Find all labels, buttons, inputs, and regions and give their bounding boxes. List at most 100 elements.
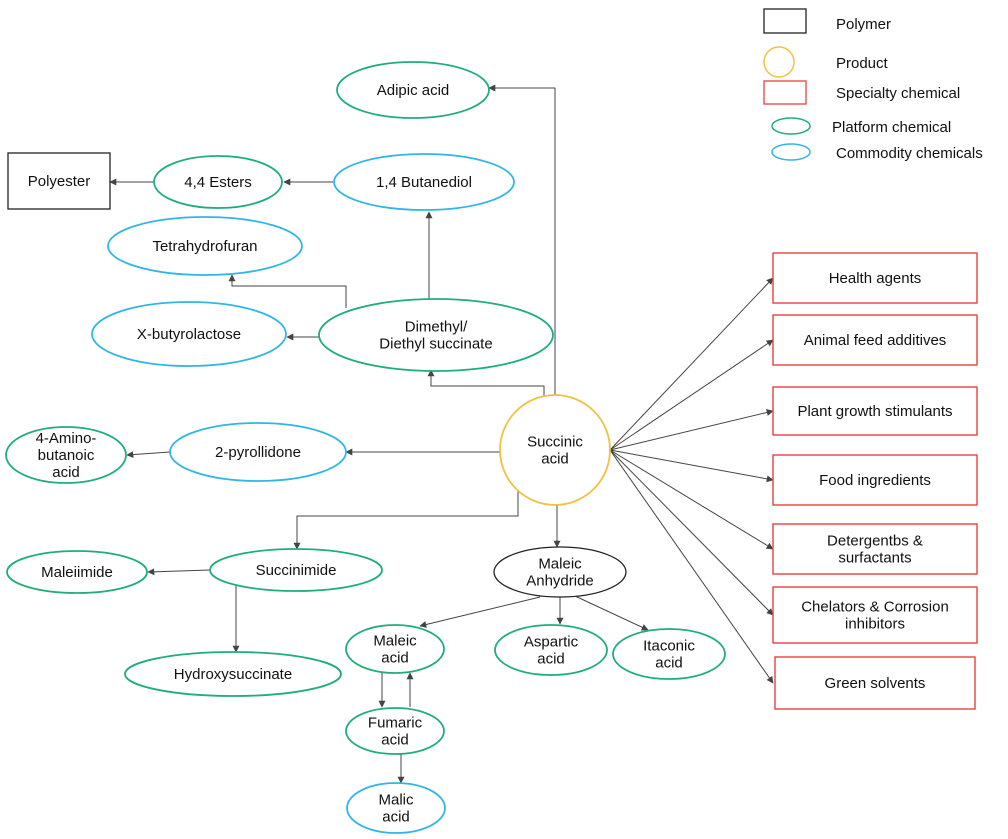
node-plant: Plant growth stimulants [772, 386, 978, 436]
legend-label-commodity: Commodity chemicals [836, 145, 983, 162]
node-esters: 4,4 Esters [153, 155, 283, 209]
node-aminobutanoic-label-line: acid [52, 464, 80, 481]
node-itaconic-ellipse [612, 628, 726, 680]
node-green: Green solvents [774, 656, 976, 710]
node-aminobutanoic-ellipse [5, 426, 127, 484]
node-succinimide: Succinimide [209, 548, 383, 592]
node-maleic-acid-ellipse [345, 624, 445, 674]
node-food-box [772, 454, 978, 506]
node-dimethyl-ellipse [318, 298, 554, 372]
node-butyrolactose-label-line: X-butyrolactose [137, 326, 241, 343]
node-esters-label-line: 4,4 Esters [184, 174, 252, 191]
node-maleic-anhydride-ellipse [493, 546, 627, 598]
node-fumaric-ellipse [345, 707, 445, 755]
node-butyrolactose: X-butyrolactose [91, 301, 287, 367]
node-thf: Tetrahydrofuran [107, 216, 303, 276]
node-detergents-box [772, 523, 978, 575]
node-detergents-label-line: Detergentbs & [827, 533, 923, 550]
legend-item-product: Product [763, 46, 889, 78]
edge-succinic-to-food [609, 449, 774, 483]
node-succinic-label-line: acid [541, 451, 569, 468]
node-adipic-ellipse [336, 61, 490, 119]
legend-item-polymer: Polymer [763, 8, 891, 34]
edge-dimethyl-to-thf [228, 274, 347, 308]
node-aspartic-ellipse [494, 624, 608, 676]
edge-maleic_anhydride-to-maleic_acid [419, 596, 541, 628]
legend-label-specialty: Specialty chemical [836, 85, 960, 102]
legend-label-polymer: Polymer [836, 16, 891, 33]
node-health-box [772, 252, 978, 304]
node-butanediol-ellipse [333, 153, 515, 211]
node-chelators-label-line: inhibitors [845, 616, 905, 633]
legend-item-specialty: Specialty chemical [763, 80, 960, 105]
node-hydroxysuccinate: Hydroxysuccinate [124, 651, 342, 697]
edge-succinic-to-dimethyl [427, 369, 545, 397]
edges [109, 84, 774, 784]
node-maleic-anhydride-label-line: Anhydride [526, 573, 594, 590]
node-health-label-line: Health agents [829, 270, 922, 287]
node-pyrollidone-ellipse [169, 422, 347, 482]
node-food: Food ingredients [772, 454, 978, 506]
node-thf-label-line: Tetrahydrofuran [152, 238, 257, 255]
node-maleiimide-label-line: Maleiimide [41, 564, 113, 581]
legend-symbol-platform [771, 117, 811, 135]
node-plant-box [772, 386, 978, 436]
node-malic-label-line: acid [382, 809, 410, 826]
node-detergents-label-line: surfactants [838, 550, 911, 567]
node-green-label-line: Green solvents [825, 675, 926, 692]
node-animal-label-line: Animal feed additives [804, 332, 947, 349]
node-maleic-acid-label-line: acid [381, 650, 409, 667]
edge-succinic-to-green [609, 449, 774, 684]
node-succinic-label-line: Succinic [527, 434, 583, 451]
node-succinimide-ellipse [209, 548, 383, 592]
node-aminobutanoic-label-line: 4-Amino- [36, 430, 97, 447]
node-detergents: Detergentbs &surfactants [772, 523, 978, 575]
edge-succinic-to-adipic [488, 84, 556, 395]
node-plant-label-line: Plant growth stimulants [797, 403, 952, 420]
node-aspartic-label-line: Aspartic [524, 634, 579, 651]
legend-item-platform: Platform chemical [771, 117, 951, 136]
node-itaconic-label-line: Itaconic [643, 638, 695, 655]
edge-succinic-to-chelators [609, 449, 774, 616]
node-polyester: Polyester [7, 152, 111, 210]
node-fumaric-label-line: acid [381, 732, 409, 749]
edge-pyrollidone-to-aminobutanoic [126, 451, 171, 459]
node-adipic: Adipic acid [336, 61, 490, 119]
node-fumaric-label-line: Fumaric [368, 715, 423, 732]
node-butyrolactose-ellipse [91, 301, 287, 367]
edge-succinic-to-health [609, 277, 774, 451]
node-malic-label-line: Malic [378, 792, 414, 809]
node-dimethyl: Dimethyl/Diethyl succinate [318, 298, 554, 372]
legend-symbol-specialty [763, 80, 807, 105]
node-health: Health agents [772, 252, 978, 304]
node-maleic-anhydride-label-line: Maleic [538, 556, 582, 573]
node-food-label-line: Food ingredients [819, 472, 931, 489]
legend-label-platform: Platform chemical [832, 119, 951, 136]
node-chelators-box [772, 586, 978, 644]
node-green-box [774, 656, 976, 710]
node-animal-box [772, 314, 978, 366]
node-animal: Animal feed additives [772, 314, 978, 366]
edge-maleic_anhydride-to-itaconic [574, 595, 649, 631]
node-malic-ellipse [346, 782, 446, 834]
node-polyester-box [7, 152, 111, 210]
node-butanediol-label-line: 1,4 Butanediol [376, 174, 472, 191]
node-adipic-label-line: Adipic acid [377, 82, 450, 99]
node-itaconic-label-line: acid [655, 655, 683, 672]
edge-succinic-to-detergents [609, 449, 774, 550]
legend-symbol-product [763, 46, 795, 78]
node-succinimide-label-line: Succinimide [256, 562, 337, 579]
edge-succinimide-to-maleiimide [147, 568, 211, 576]
node-thf-ellipse [107, 216, 303, 276]
node-succinic-ellipse [499, 394, 611, 506]
node-maleic-acid-label-line: Maleic [373, 633, 417, 650]
